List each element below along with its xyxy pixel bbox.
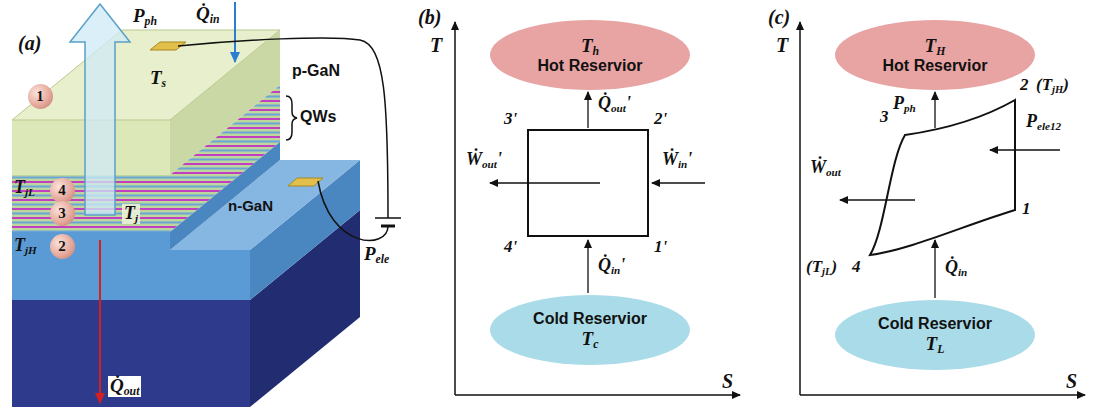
- callout-number: 4: [58, 182, 66, 199]
- symbol-label: Q̇out: [108, 376, 141, 397]
- axis-label: T: [776, 34, 788, 56]
- cold-reservoir: Cold ReserviorTc: [490, 295, 690, 365]
- layer-label: QWs: [300, 108, 336, 126]
- symbol-label: Pele: [364, 244, 389, 265]
- temperature-label: TH: [925, 35, 946, 57]
- symbol-label: TjH: [14, 236, 37, 256]
- position-marker: 1: [28, 84, 53, 109]
- symbol-label: (TjL): [806, 258, 837, 277]
- panel-label: (c): [768, 6, 790, 28]
- symbol-label: Pph: [893, 94, 916, 114]
- wire: [178, 38, 388, 218]
- symbol-label: Q̇in': [598, 256, 625, 276]
- state-label: 2': [654, 110, 667, 129]
- position-marker: 2: [50, 234, 75, 259]
- led-chip: [12, 30, 360, 407]
- temperature-label: Th: [581, 35, 599, 57]
- hot-reservoir: ThHot Reservior: [490, 20, 690, 90]
- callout-number: 3: [58, 205, 66, 222]
- state-label: 4': [504, 238, 517, 257]
- reservoir-label: Cold Reservior: [533, 310, 647, 328]
- symbol-label: Q̇in: [196, 4, 220, 25]
- state-label: 3': [504, 110, 517, 129]
- state-label: 3: [880, 108, 889, 127]
- axis-label: S: [1066, 370, 1077, 392]
- panel-label: (b): [418, 6, 441, 28]
- state-label: 2: [1020, 76, 1029, 95]
- symbol-label: Tj: [122, 204, 140, 224]
- reservoir-label: Hot Reservior: [538, 57, 643, 75]
- heat-out-arrow: [99, 240, 101, 403]
- temperature-label: TL: [926, 333, 945, 355]
- symbol-label: Q̇out': [598, 94, 631, 114]
- callout-number: 1: [36, 88, 44, 105]
- temperature-label: Tc: [582, 328, 599, 350]
- symbol-label: (TjH): [1036, 76, 1069, 95]
- state-label: 4: [852, 258, 861, 277]
- symbol-label: Ẇout: [810, 158, 841, 178]
- position-marker: 4: [50, 178, 75, 203]
- layer-label: p-GaN: [292, 62, 340, 80]
- symbol-label: Q̇in: [945, 258, 967, 278]
- state-label: 1': [654, 238, 667, 257]
- reservoir-label: Cold Reservior: [878, 315, 992, 333]
- layer-label: n-GaN: [228, 198, 273, 215]
- source-symbol: [381, 225, 395, 228]
- cold-reservoir: Cold ReserviorTL: [835, 300, 1035, 370]
- symbol-label: Ẇout': [466, 150, 502, 170]
- symbol-label: Ts: [150, 68, 166, 89]
- reservoir-label: Hot Reservior: [883, 57, 988, 75]
- axis-label: T: [430, 34, 442, 56]
- state-label: 1: [1022, 200, 1031, 219]
- wire: [318, 181, 388, 241]
- photon-arrow: [70, 4, 130, 215]
- symbol-label: Ẇin': [662, 150, 692, 170]
- source-symbol: [375, 217, 401, 219]
- hot-reservoir: THHot Reservior: [835, 20, 1035, 90]
- callout-number: 2: [58, 238, 66, 255]
- symbol-label: Pph: [133, 6, 157, 27]
- position-marker: 3: [50, 201, 75, 226]
- axis-label: S: [722, 370, 733, 392]
- symbol-label: TjL: [14, 178, 35, 198]
- brace: [286, 96, 297, 140]
- panel-label: (a): [18, 32, 41, 54]
- symbol-label: Pele12: [1026, 112, 1061, 132]
- heat-in-arrow: [234, 2, 236, 62]
